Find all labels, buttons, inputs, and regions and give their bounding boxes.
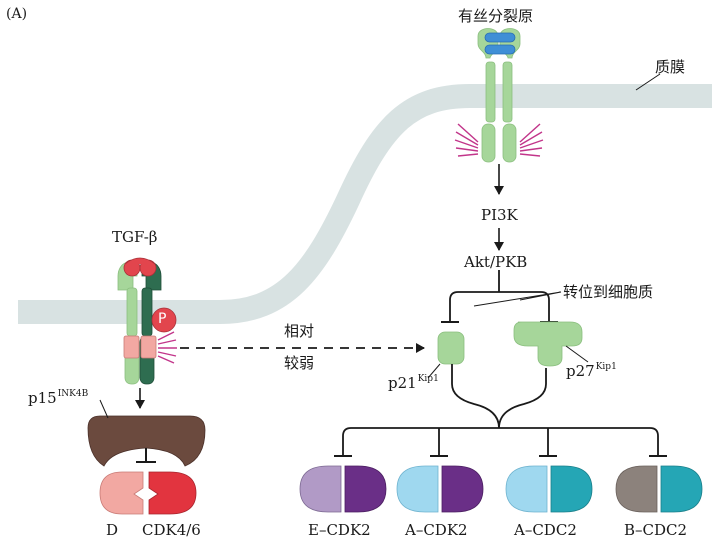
translocate-pointer [473, 291, 562, 307]
p21-label-pointer [427, 363, 441, 379]
complex-a-cdk2 [396, 465, 484, 513]
complex-label-acdc2: A–CDC2 [514, 521, 577, 539]
cdk-inhibit-bracket [342, 427, 659, 456]
complex-label-acdk2: A–CDK2 [405, 521, 468, 539]
p15-inhibit-mark [136, 448, 156, 463]
p15-label-sup: INK4B [57, 389, 89, 399]
mitogen-ligand [484, 32, 516, 55]
p15-label-pointer [99, 399, 109, 419]
translocate-label: 转位到细胞质 [563, 283, 654, 301]
phosphate-group [151, 307, 177, 333]
tgf-activation-spikes [157, 331, 177, 364]
weak-label-line2: 较弱 [284, 354, 315, 372]
p27-label-base: p27 [566, 362, 595, 380]
cyclin-d [99, 471, 144, 515]
complex-a-cdc2 [505, 465, 593, 513]
weak-label-line1: 相对 [284, 322, 315, 340]
p21-label-base: p21 [388, 374, 417, 392]
p27-label-pointer [565, 345, 589, 363]
complex-b-cdc2 [615, 465, 703, 513]
tgf-beta-label: TGF-β [112, 228, 158, 246]
mitogen-activation-spikes [454, 123, 544, 157]
akt-inhibition-fork [449, 270, 550, 322]
p15-protein [87, 415, 206, 467]
membrane-label: 质膜 [655, 58, 686, 76]
membrane-label-pointer [635, 73, 661, 91]
p15-label-base: p15 [28, 389, 57, 407]
plasma-membrane [18, 84, 712, 324]
p15-label: p15INK4B [28, 389, 88, 407]
cyclin-d-label: D [106, 521, 119, 539]
p21-protein [437, 331, 465, 365]
cdk46-label: CDK4/6 [142, 521, 201, 539]
complex-label-bcdc2: B–CDC2 [624, 521, 688, 539]
p21-label-sup: Kip1 [417, 374, 439, 384]
p27-label-sup: Kip1 [595, 362, 617, 372]
tgf-kinase-domains [123, 335, 157, 359]
p27-protein [513, 321, 583, 367]
p21-label: p21Kip1 [388, 374, 439, 392]
cdk4-6 [148, 471, 197, 515]
p27-label: p27Kip1 [566, 362, 617, 380]
mitogen-label: 有丝分裂原 [458, 7, 534, 25]
complex-label-ecdk2: E–CDK2 [308, 521, 371, 539]
phosphate-label: P [158, 311, 167, 327]
tgf-ligand [123, 257, 157, 277]
complex-e-cdk2 [299, 465, 387, 513]
cki-merge-lines [451, 364, 547, 429]
akt-pkb-label: Akt/PKB [464, 253, 528, 271]
panel-label: (A) [6, 6, 28, 22]
pi3k-label: PI3K [481, 206, 518, 224]
